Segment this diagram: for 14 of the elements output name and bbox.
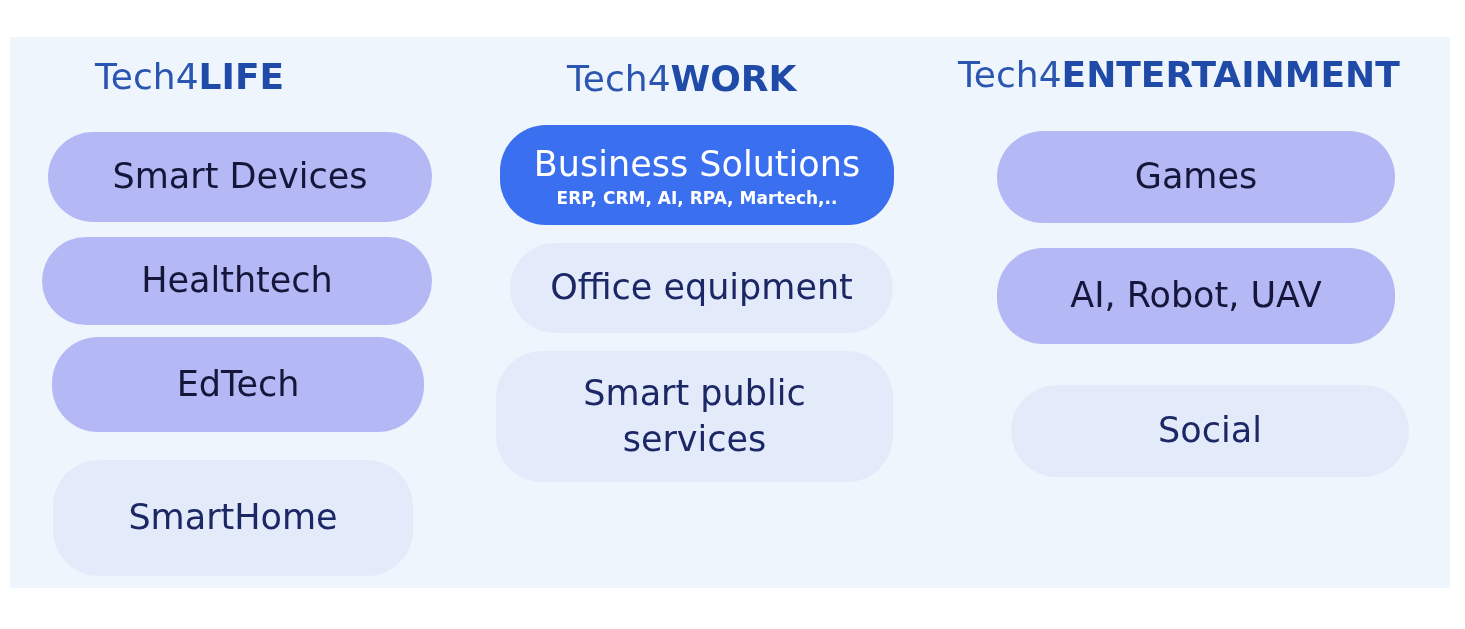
category-label: Smart Devices bbox=[112, 155, 368, 199]
subcategory-list: ERP, CRM, AI, RPA, Martech,.. bbox=[556, 187, 838, 208]
category-label: Healthtech bbox=[141, 259, 333, 303]
column-heading: Tech4LIFE bbox=[95, 56, 285, 97]
category-label: EdTech bbox=[176, 362, 300, 406]
category-label: AI, Robot, UAV bbox=[1070, 274, 1322, 318]
category-label: Social bbox=[1158, 409, 1262, 453]
category-label: Games bbox=[1134, 155, 1258, 199]
column-heading: Tech4ENTERTAINMENT bbox=[958, 54, 1400, 95]
category-label: Smart public services bbox=[582, 372, 807, 461]
category-label: Office equipment bbox=[550, 266, 853, 310]
category-label: Business Solutions bbox=[533, 143, 861, 187]
category-label: SmartHome bbox=[128, 496, 338, 540]
column-heading: Tech4WORK bbox=[567, 58, 797, 99]
